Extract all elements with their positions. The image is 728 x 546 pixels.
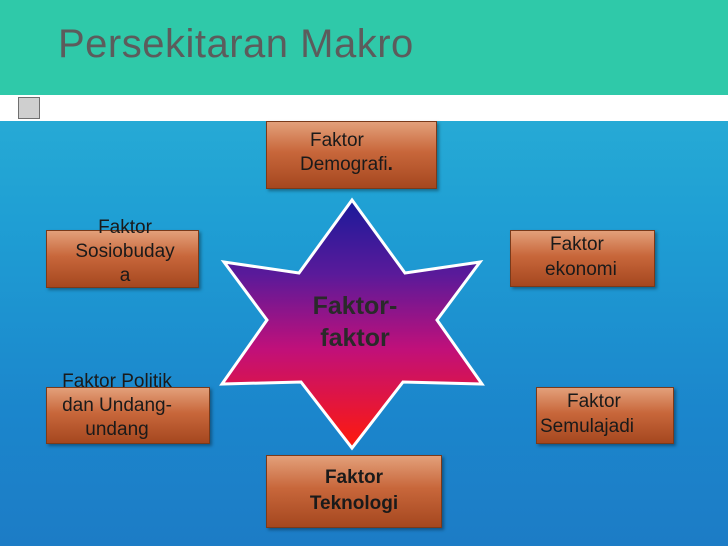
title-bar xyxy=(0,0,728,95)
demografi-suffix: . xyxy=(387,154,393,175)
sosiobudaya-line3: a xyxy=(119,265,131,286)
semulajadi-line2: Semulajadi xyxy=(540,416,634,437)
box-demografi xyxy=(266,121,437,189)
demografi-label: Demografi. xyxy=(300,153,393,177)
box-teknologi xyxy=(266,455,442,528)
teknologi-line2: Teknologi xyxy=(309,493,399,514)
center-line2: faktor xyxy=(320,324,390,352)
politik-line2: dan Undang- xyxy=(62,395,172,416)
teknologi-line1: Faktor xyxy=(324,467,384,488)
decorative-square-icon xyxy=(18,97,40,119)
slide-title: Persekitaran Makro xyxy=(58,22,414,66)
demografi-line2: Demografi xyxy=(300,154,388,175)
center-line1: Faktor- xyxy=(312,292,398,320)
box-semulajadi xyxy=(536,387,674,444)
sosiobudaya-line2: Sosiobuday xyxy=(75,241,175,262)
politik-line3: undang xyxy=(85,419,149,440)
politik-line1: Faktor Politik xyxy=(62,371,172,392)
box-ekonomi xyxy=(510,230,655,287)
demografi-line1: Faktor xyxy=(310,130,364,151)
ekonomi-line2: ekonomi xyxy=(545,259,617,280)
box-sosiobudaya xyxy=(46,230,199,288)
six-point-star-shape xyxy=(219,197,485,451)
title-underline-band xyxy=(0,95,728,121)
box-politik xyxy=(46,387,210,444)
center-label: Faktor- faktor xyxy=(290,290,420,354)
semulajadi-line1: Faktor xyxy=(567,391,621,412)
sosiobudaya-line1: Faktor xyxy=(98,217,152,238)
ekonomi-line1: Faktor xyxy=(550,234,604,255)
